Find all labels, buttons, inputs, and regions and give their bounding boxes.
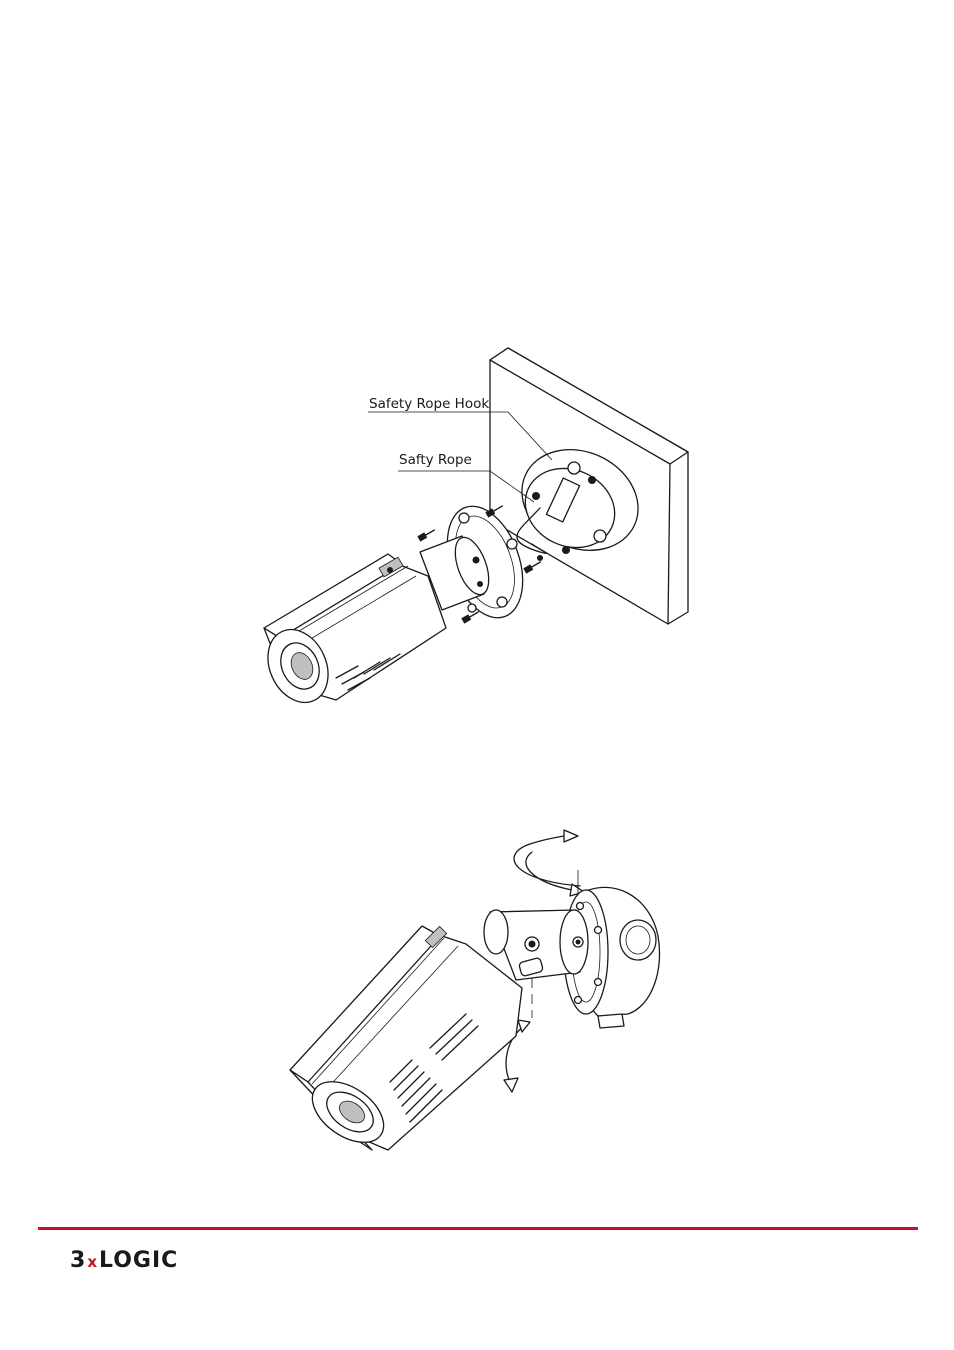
brand-name: LOGIC (99, 1248, 178, 1273)
brand-prefix: 3 (70, 1248, 86, 1273)
brand-x: x (87, 1253, 98, 1271)
camera-body-side (290, 926, 522, 1155)
pan-rotation-arrow (514, 830, 584, 896)
bracket-arm (484, 910, 588, 980)
footer-rule (38, 1227, 918, 1230)
callout-safety-rope-hook: Safety Rope Hook (369, 396, 489, 412)
angle-adjustment-figure (280, 820, 670, 1160)
angle-adjustment-drawing (280, 820, 670, 1160)
camera-body (257, 554, 446, 712)
callout-safety-rope: Safty Rope (399, 452, 472, 468)
